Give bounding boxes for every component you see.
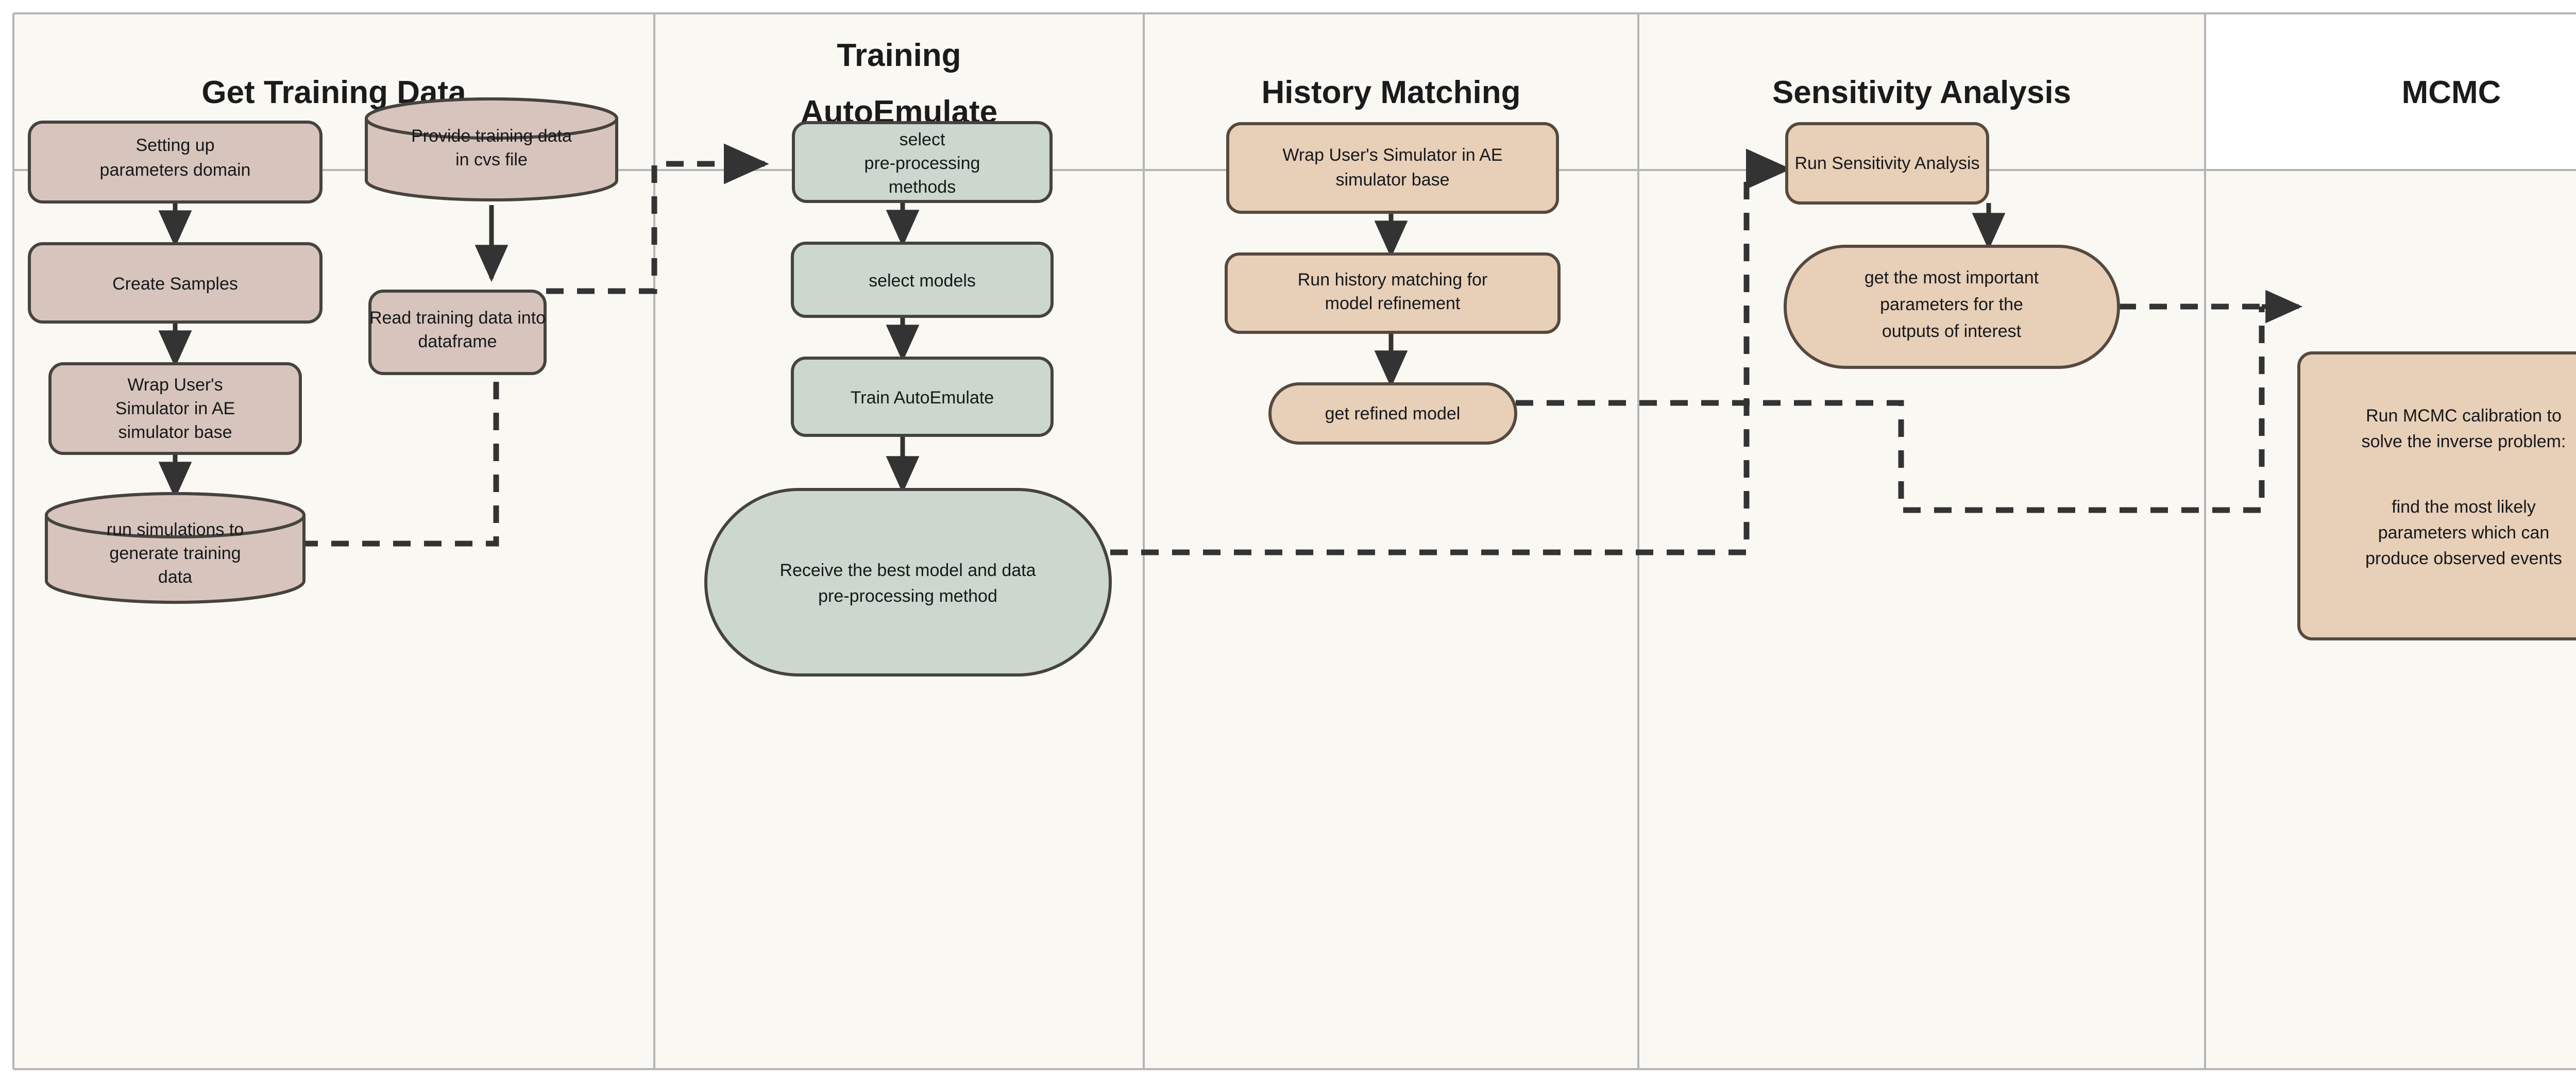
node-shape[interactable] (1785, 122, 1989, 205)
node-shape[interactable] (1226, 122, 1559, 214)
node-line: Run MCMC calibration to (2366, 406, 2562, 426)
node-line: model refinement (1325, 294, 1461, 313)
node-receive-best-model[interactable]: Receive the best model and data pre-proc… (704, 488, 1112, 677)
node-line: produce observed events (2365, 549, 2562, 568)
node-line: solve the inverse problem: (2362, 432, 2566, 451)
node-line: find the most likely (2392, 497, 2536, 517)
node-read-training-data[interactable]: Read training data into dataframe (368, 290, 547, 375)
node-shape[interactable] (2297, 351, 2576, 640)
node-line: Create Samples (112, 274, 238, 294)
edge-refined-to-mcmc-path (1516, 307, 2265, 513)
node-line: simulator base (118, 422, 232, 442)
node-run-sensitivity-analysis[interactable]: Run Sensitivity Analysis (1785, 122, 1989, 205)
node-shape[interactable] (704, 488, 1112, 677)
node-line: outputs of interest (1882, 322, 2022, 341)
node-line: Provide training data (411, 126, 572, 146)
node-run-history-matching[interactable]: Run history matching for model refinemen… (1225, 252, 1561, 334)
node-shape[interactable] (1268, 382, 1517, 445)
lane-title-history-matching: History Matching (1262, 75, 1521, 110)
node-line: Run Sensitivity Analysis (1794, 154, 1979, 173)
lane-dividers (12, 12, 2576, 1070)
node-line: methods (889, 177, 956, 197)
node-shape[interactable] (791, 357, 1054, 437)
node-line: Simulator in AE (115, 399, 235, 418)
node-line: select models (869, 271, 976, 291)
node-shape[interactable] (791, 242, 1054, 318)
node-select-preprocessing[interactable]: select pre-processing methods (792, 121, 1053, 203)
node-line: data (158, 567, 192, 587)
node-wrap-simulator-training[interactable]: Wrap User's Simulator in AE simulator ba… (48, 362, 302, 455)
lane-title-training-line1: Training (837, 38, 961, 73)
node-shape[interactable] (48, 362, 302, 455)
node-line: in cvs file (455, 150, 528, 170)
node-line: Setting up (135, 136, 214, 155)
node-line: Receive the best model and data (779, 561, 1036, 580)
node-line: select (900, 130, 945, 149)
node-provide-training-data[interactable]: Provide training data in cvs file (364, 97, 619, 201)
node-line: Wrap User's Simulator in AE (1282, 145, 1502, 165)
node-shape-top (44, 492, 306, 538)
node-get-refined-model[interactable]: get refined model (1268, 382, 1517, 445)
edge-read-to-preprocessing (546, 143, 769, 294)
node-line: parameters domain (100, 160, 251, 180)
node-line: generate training (109, 544, 241, 563)
node-shape[interactable] (28, 121, 323, 204)
node-get-important-parameters[interactable]: get the most important parameters for th… (1784, 245, 2120, 369)
node-shape[interactable] (368, 290, 547, 375)
node-line: pre-processing (865, 154, 980, 173)
node-shape[interactable] (28, 242, 323, 324)
node-line: Read training data into (369, 308, 546, 328)
edges (158, 143, 2303, 555)
lane-title-mcmc: MCMC (2402, 75, 2501, 110)
edge-runsims-to-read (300, 374, 499, 547)
node-select-models[interactable]: select models (791, 242, 1054, 318)
lane-title-sensitivity-analysis: Sensitivity Analysis (1772, 75, 2071, 110)
node-shape[interactable] (1225, 252, 1561, 334)
node-line: Wrap User's (127, 375, 223, 395)
node-shape[interactable] (1784, 245, 2120, 369)
node-line: run simulations to (107, 520, 244, 539)
node-line: Run history matching for (1298, 270, 1488, 290)
node-create-samples[interactable]: Create Samples (28, 242, 323, 324)
node-shape[interactable] (792, 121, 1053, 203)
node-line: parameters which can (2378, 523, 2550, 543)
node-line: get the most important (1865, 268, 2039, 288)
node-line: Train AutoEmulate (851, 388, 994, 408)
node-run-mcmc[interactable]: Run MCMC calibration to solve the invers… (2297, 351, 2576, 640)
node-train-autoemulate[interactable]: Train AutoEmulate (791, 357, 1054, 437)
lane-bg-mcmc-header (2205, 13, 2576, 170)
edge-receive-to-sensitivity (1110, 148, 1791, 555)
node-setting-up-parameters[interactable]: Setting up parameters domain (28, 121, 323, 204)
node-line: parameters for the (1880, 295, 2023, 314)
node-run-simulations[interactable]: run simulations to generate training dat… (44, 492, 306, 604)
node-wrap-simulator-hm[interactable]: Wrap User's Simulator in AE simulator ba… (1226, 122, 1559, 214)
node-line: pre-processing method (818, 586, 997, 606)
node-line: dataframe (418, 332, 497, 351)
node-line: get refined model (1325, 404, 1461, 424)
node-shape-top (364, 97, 619, 140)
node-line: simulator base (1335, 170, 1449, 190)
